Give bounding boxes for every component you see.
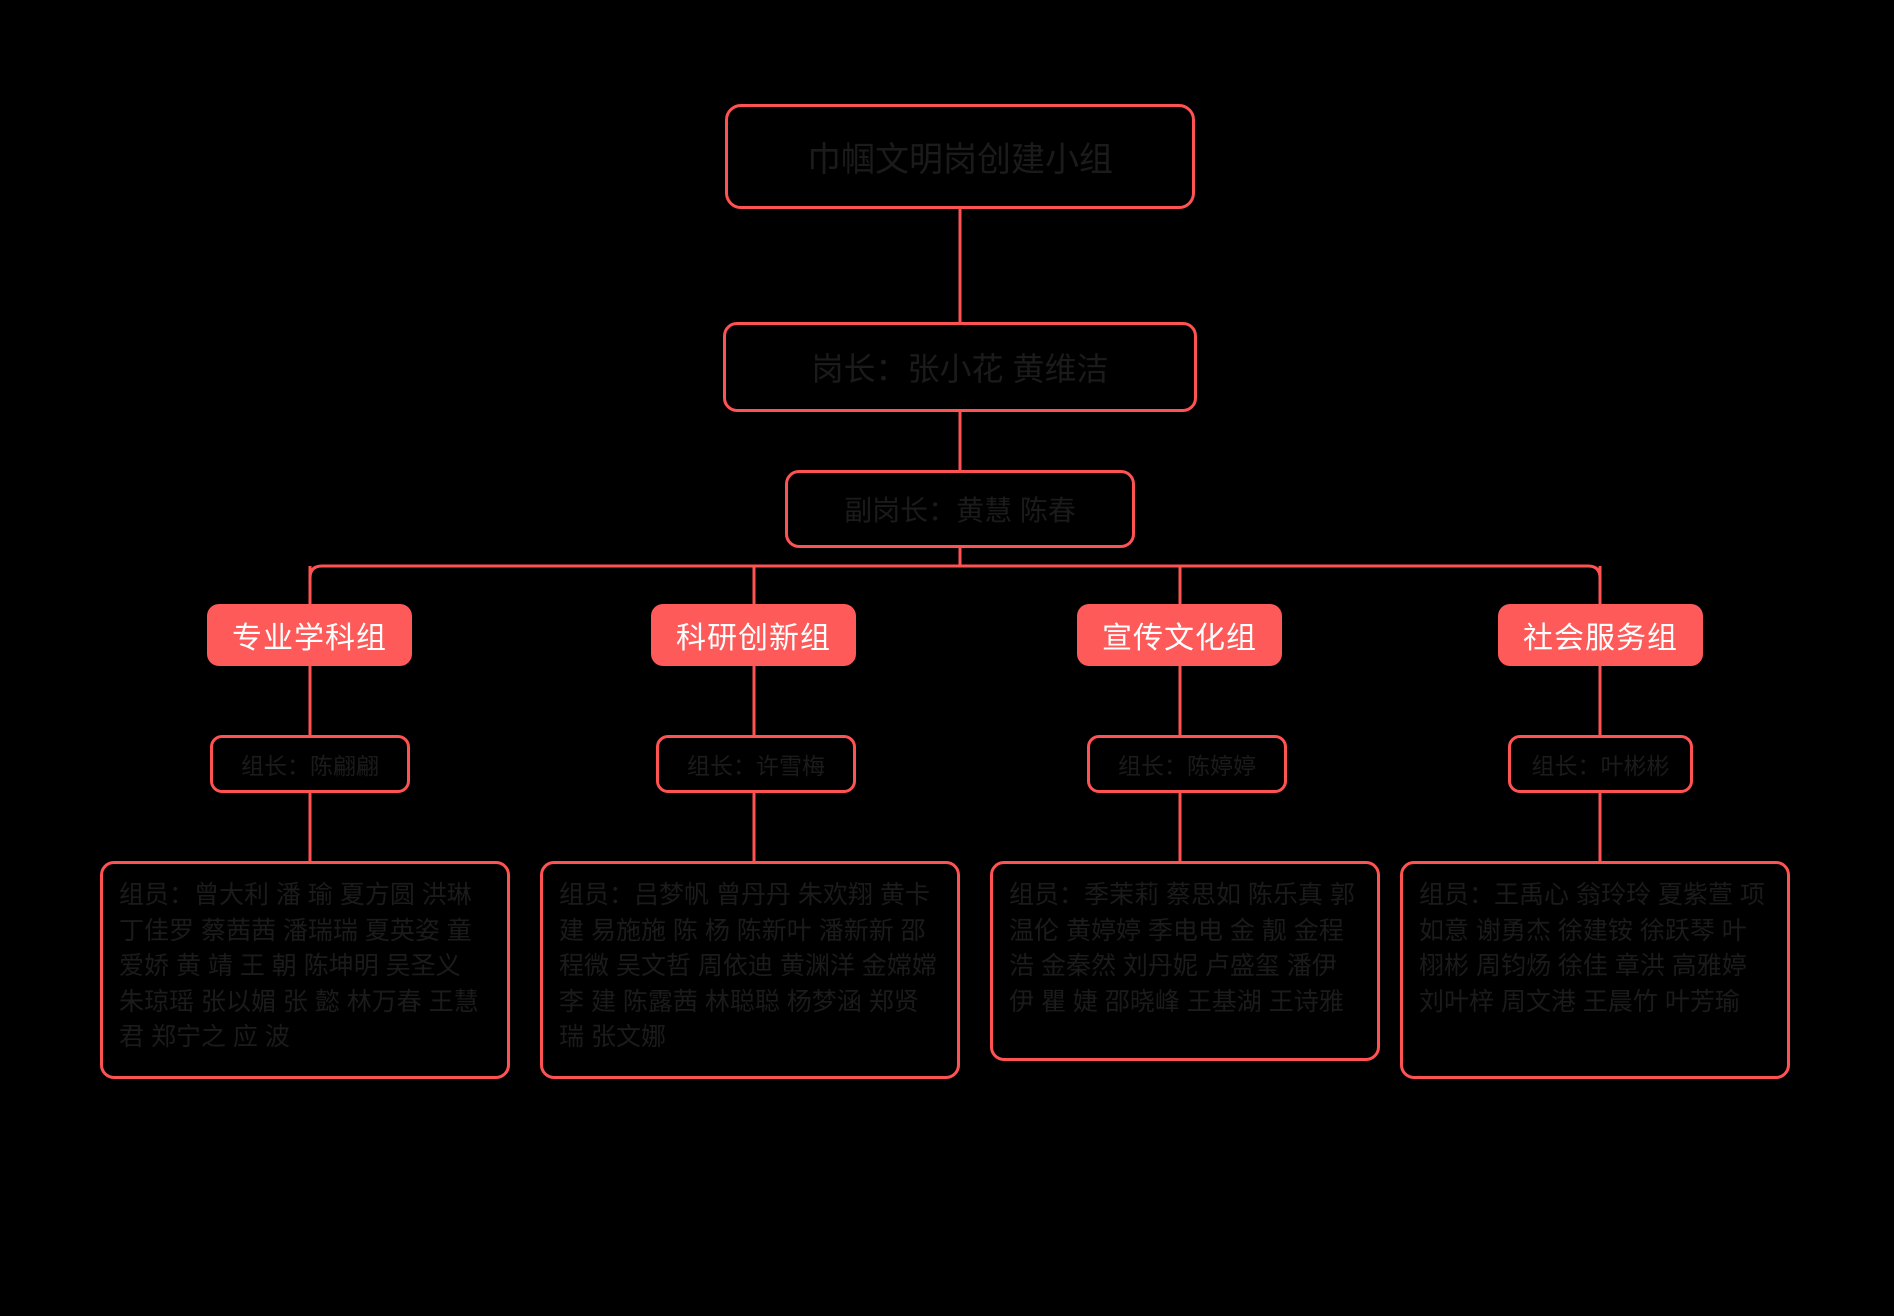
group-leader-label: 组长：陈翩翩 — [241, 753, 379, 779]
node-deputy-leader-label: 副岗长：黄慧 陈春 — [844, 495, 1076, 526]
group-members-social-service: 组员：王禹心 翁玲玲 夏紫萱 项如意 谢勇杰 徐建铵 徐跃琴 叶栩彬 周钧炀 徐… — [1400, 861, 1790, 1079]
group-leader-professional-discipline[interactable]: 组长：陈翩翩 — [210, 735, 410, 793]
group-members-research-innovation: 组员：吕梦帆 曾丹丹 朱欢翔 黄卡建 易施施 陈 杨 陈新叶 潘新新 邵程微 吴… — [540, 861, 960, 1079]
node-post-leader-label: 岗长：张小花 黄维洁 — [811, 351, 1109, 387]
node-post-leader[interactable]: 岗长：张小花 黄维洁 — [723, 322, 1197, 412]
group-header-label: 科研创新组 — [676, 622, 831, 655]
group-leader-label: 组长：陈婷婷 — [1118, 753, 1256, 779]
group-header-label: 专业学科组 — [232, 622, 387, 655]
node-root-team[interactable]: 巾帼文明岗创建小组 — [725, 104, 1195, 209]
group-leader-label: 组长：许雪梅 — [687, 753, 825, 779]
group-header-professional-discipline[interactable]: 专业学科组 — [207, 604, 412, 666]
group-leader-publicity-culture[interactable]: 组长：陈婷婷 — [1087, 735, 1287, 793]
node-deputy-leader[interactable]: 副岗长：黄慧 陈春 — [785, 470, 1135, 548]
group-members-publicity-culture: 组员：季茉莉 蔡思如 陈乐真 郭温伦 黄婷婷 季电电 金 靓 金程浩 金秦然 刘… — [990, 861, 1380, 1061]
group-members-professional-discipline: 组员：曾大利 潘 瑜 夏方圆 洪琳 丁佳罗 蔡茜茜 潘瑞瑞 夏英姿 童爱娇 黄 … — [100, 861, 510, 1079]
group-header-label: 宣传文化组 — [1102, 622, 1257, 655]
group-leader-social-service[interactable]: 组长：叶彬彬 — [1508, 735, 1693, 793]
node-root-team-label: 巾帼文明岗创建小组 — [807, 141, 1113, 179]
group-leader-research-innovation[interactable]: 组长：许雪梅 — [656, 735, 856, 793]
group-header-social-service[interactable]: 社会服务组 — [1498, 604, 1703, 666]
group-header-label: 社会服务组 — [1523, 622, 1678, 655]
group-header-publicity-culture[interactable]: 宣传文化组 — [1077, 604, 1282, 666]
group-header-research-innovation[interactable]: 科研创新组 — [651, 604, 856, 666]
group-leader-label: 组长：叶彬彬 — [1531, 753, 1670, 779]
